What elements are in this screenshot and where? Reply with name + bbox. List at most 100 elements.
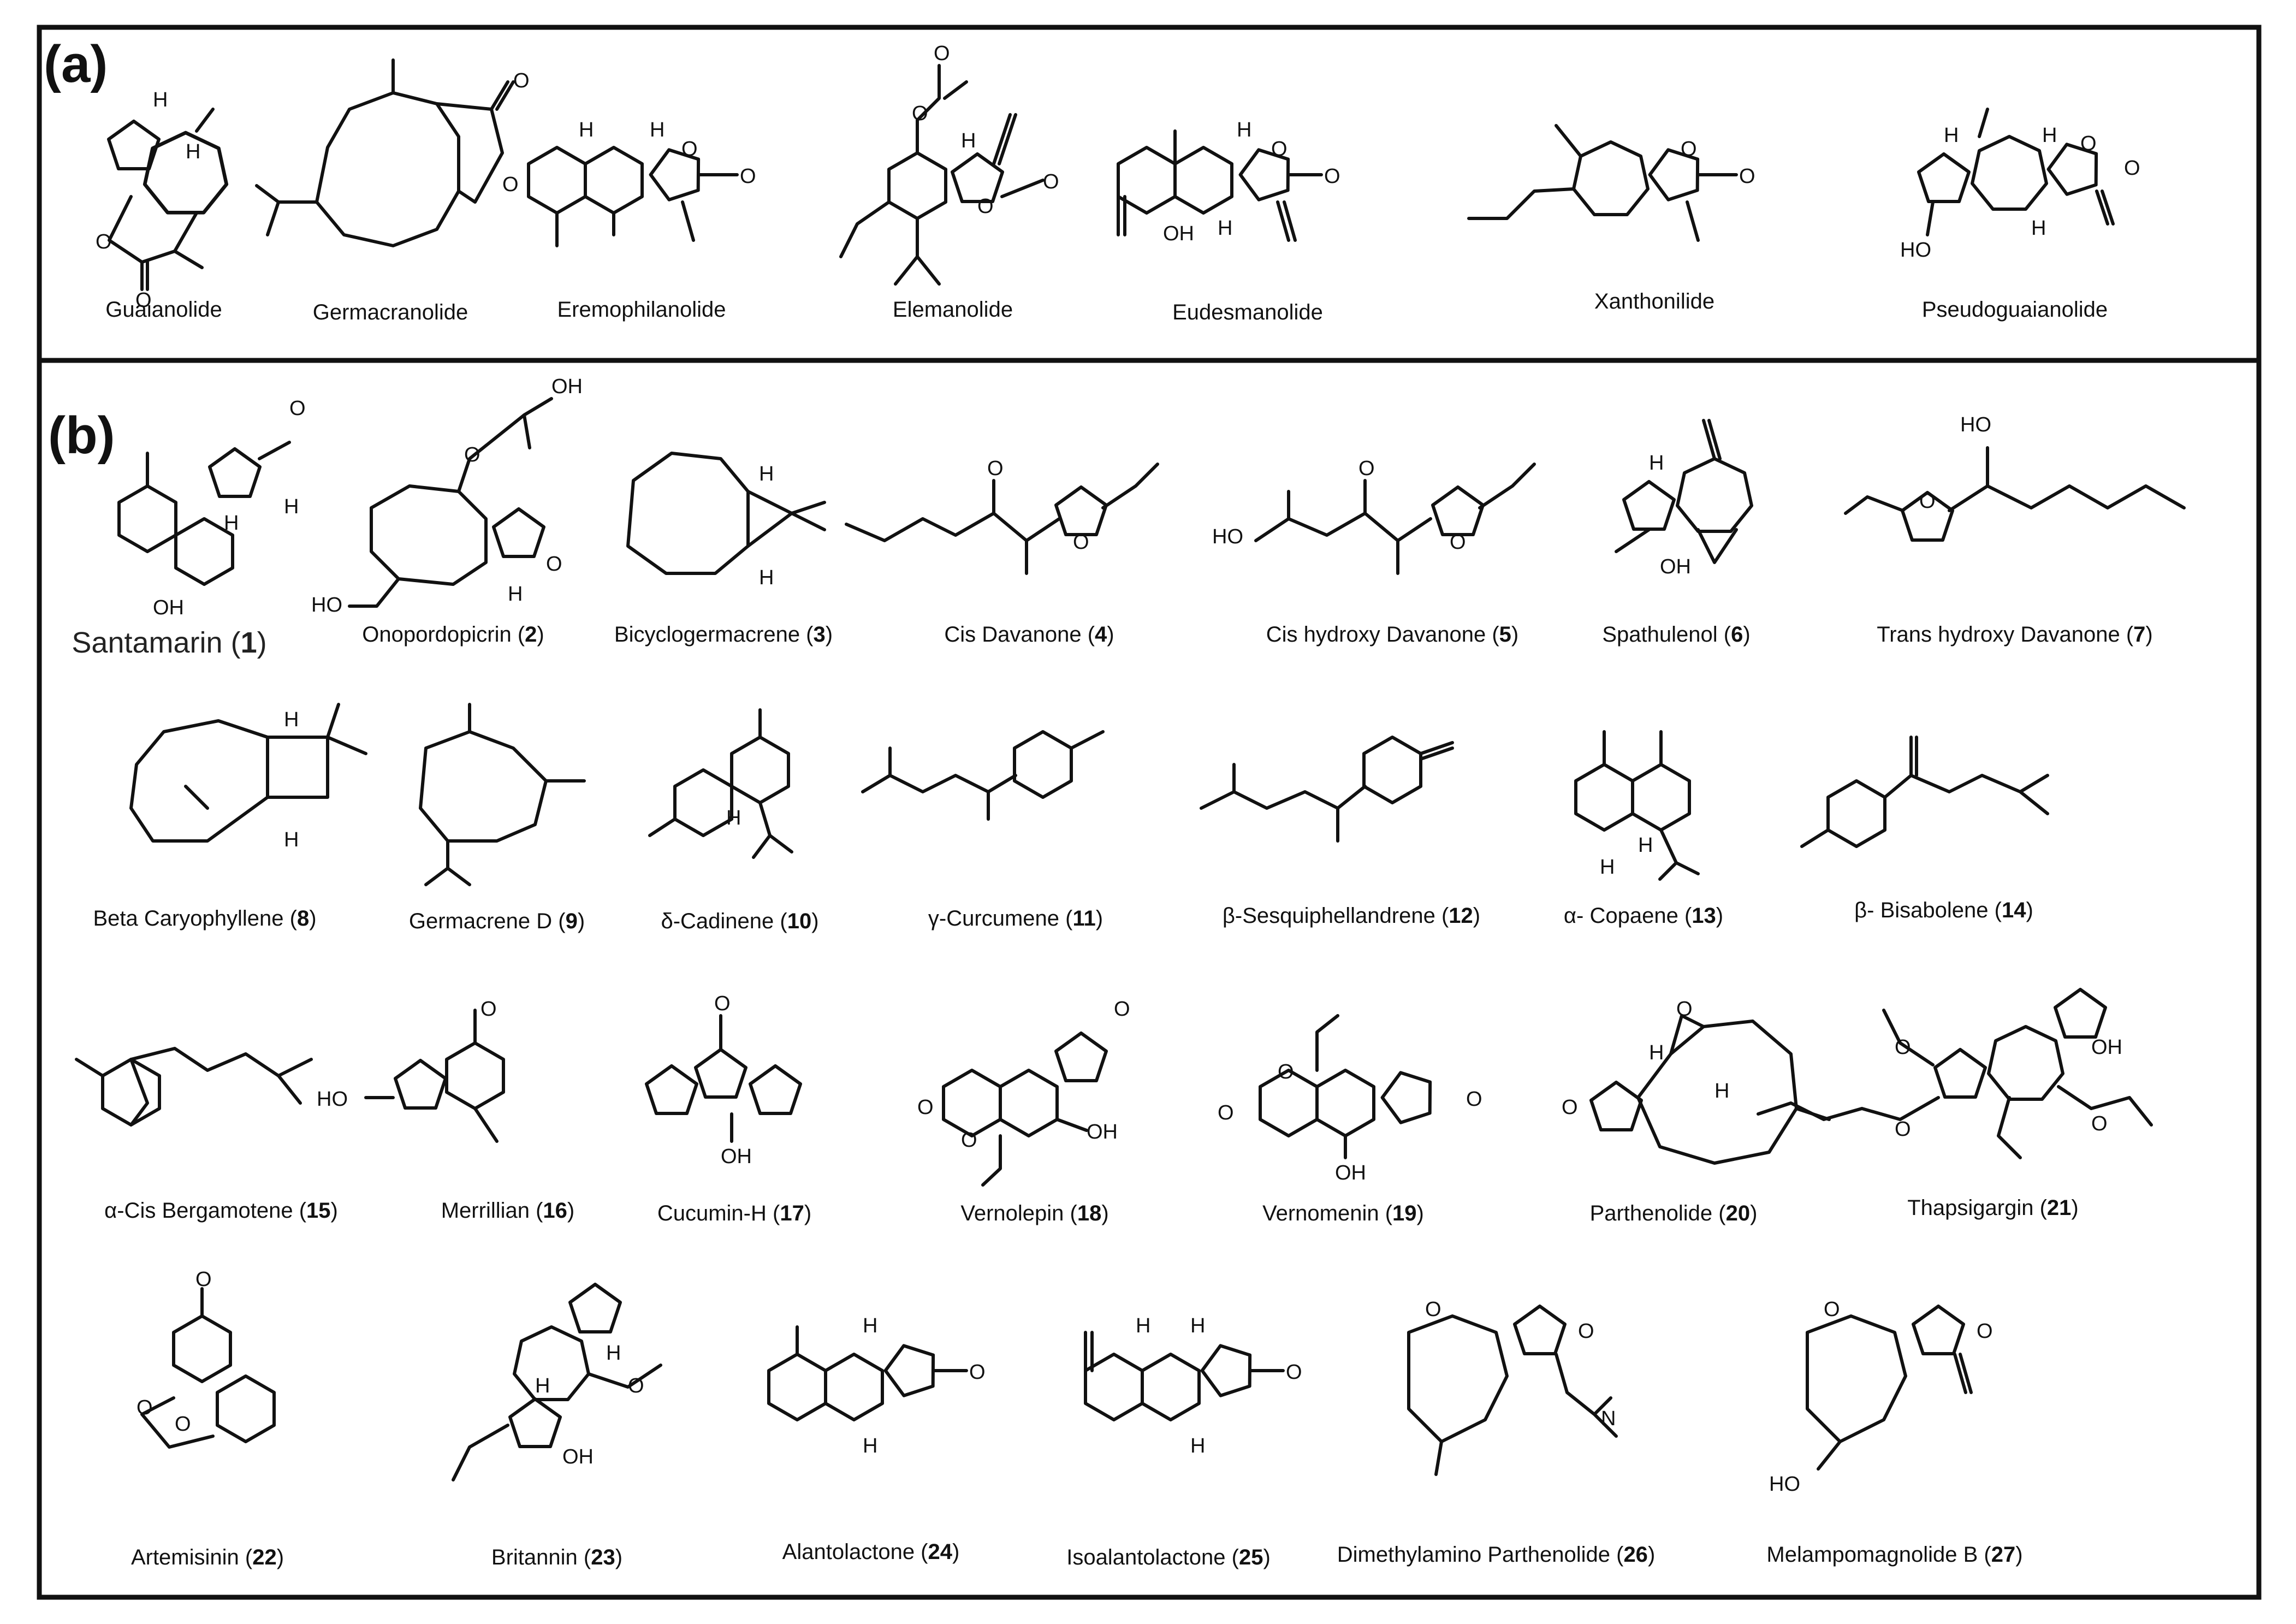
atom-o: O bbox=[1286, 1361, 1302, 1384]
atom-o: O bbox=[987, 457, 1004, 480]
caption-14: β- Bisabolene (14) bbox=[1854, 898, 2033, 922]
atom-h: H bbox=[1944, 124, 1959, 147]
structure-3: H H bbox=[626, 452, 826, 589]
atom-oh: OH bbox=[1087, 1121, 1118, 1143]
caption-25: Isoalantolactone (25) bbox=[1066, 1545, 1271, 1569]
structure-4: O O bbox=[845, 457, 1159, 575]
atom-o: O bbox=[464, 443, 480, 466]
atom-ho: HO bbox=[311, 594, 342, 617]
atom-o: O bbox=[1578, 1320, 1594, 1343]
atom-h: H bbox=[1649, 1041, 1664, 1064]
caption-9: Germacrene D (9) bbox=[409, 909, 585, 933]
caption-guaianolide: Guaianolide bbox=[105, 298, 222, 322]
atom-h: H bbox=[2042, 124, 2057, 147]
caption-10: δ-Cadinene (10) bbox=[661, 909, 818, 933]
structure-17: O OH bbox=[646, 992, 800, 1168]
atom-o: O bbox=[912, 102, 928, 125]
caption-23: Britannin (23) bbox=[491, 1545, 622, 1569]
atom-o: O bbox=[1895, 1118, 1911, 1141]
atom-o: O bbox=[1676, 998, 1693, 1021]
atom-o: O bbox=[96, 230, 112, 253]
atom-ho: HO bbox=[1960, 413, 1991, 436]
atom-h: H bbox=[961, 129, 976, 152]
caption-xanthonilide: Xanthonilide bbox=[1594, 289, 1714, 313]
atom-h: H bbox=[508, 583, 523, 606]
atom-h: H bbox=[1714, 1080, 1729, 1103]
atom-h: H bbox=[759, 566, 774, 589]
atom-h: H bbox=[863, 1435, 877, 1457]
caption-1: Santamarin (1) bbox=[72, 626, 266, 659]
caption-11: γ-Curcumene (11) bbox=[928, 906, 1103, 930]
atom-oh: OH bbox=[1163, 222, 1194, 245]
caption-eremophilanolide: Eremophilanolide bbox=[557, 298, 726, 322]
atom-h: H bbox=[284, 828, 299, 851]
atom-h: H bbox=[535, 1374, 550, 1397]
atom-ho: HO bbox=[1769, 1473, 1800, 1496]
structure-15 bbox=[75, 1047, 313, 1127]
atom-h: H bbox=[606, 1342, 621, 1365]
structure-10: H bbox=[648, 708, 793, 859]
structure-12 bbox=[1200, 737, 1454, 843]
structure-23: H H OH O bbox=[452, 1284, 662, 1481]
atom-o: O bbox=[1919, 490, 1936, 513]
atom-ho: HO bbox=[1900, 239, 1931, 262]
atom-h: H bbox=[284, 708, 299, 731]
caption-elemanolide: Elemanolide bbox=[893, 298, 1013, 322]
structure-9 bbox=[419, 703, 586, 886]
atom-o: O bbox=[513, 69, 530, 92]
caption-20: Parthenolide (20) bbox=[1590, 1201, 1758, 1225]
atom-o: O bbox=[1450, 531, 1466, 554]
atom-h: H bbox=[759, 463, 774, 485]
atom-h: H bbox=[1600, 856, 1615, 879]
caption-15: α-Cis Bergamotene (15) bbox=[104, 1199, 338, 1223]
atom-o: O bbox=[1895, 1036, 1911, 1059]
caption-26: Dimethylamino Parthenolide (26) bbox=[1337, 1543, 1656, 1567]
atom-o: O bbox=[546, 553, 562, 576]
caption-germacranolide: Germacranolide bbox=[313, 300, 468, 324]
caption-19: Vernomenin (19) bbox=[1262, 1201, 1424, 1225]
structure-germacranolide: O O bbox=[255, 58, 530, 247]
atom-o: O bbox=[917, 1096, 934, 1119]
caption-13: α- Copaene (13) bbox=[1564, 904, 1723, 928]
caption-18: Vernolepin (18) bbox=[960, 1201, 1108, 1225]
caption-7: Trans hydroxy Davanone (7) bbox=[1877, 623, 2152, 647]
atom-o: O bbox=[969, 1361, 986, 1384]
structure-22: O O O bbox=[137, 1268, 274, 1449]
atom-h: H bbox=[153, 88, 168, 111]
atom-o: O bbox=[1218, 1101, 1234, 1124]
atom-o: O bbox=[714, 992, 731, 1015]
structure-18: O O OH O bbox=[917, 998, 1130, 1187]
atom-h: H bbox=[1649, 452, 1664, 475]
atom-h: H bbox=[1190, 1435, 1205, 1457]
structure-24: H H O bbox=[769, 1314, 986, 1457]
caption-8: Beta Caryophyllene (8) bbox=[93, 906, 316, 930]
caption-4: Cis Davanone (4) bbox=[944, 623, 1114, 647]
atom-o: O bbox=[1114, 998, 1130, 1021]
atom-o: O bbox=[1271, 138, 1288, 161]
atom-o: O bbox=[1278, 1060, 1294, 1083]
atom-h: H bbox=[726, 807, 741, 829]
panel-b-label: (b) bbox=[48, 406, 115, 465]
structure-21: O O OH O bbox=[1757, 989, 2153, 1159]
atom-o: O bbox=[137, 1396, 153, 1419]
atom-o: O bbox=[1681, 138, 1697, 161]
structure-xanthonilide: O O bbox=[1467, 124, 1755, 242]
structure-16: HO O bbox=[317, 998, 503, 1143]
atom-o: O bbox=[502, 173, 519, 196]
atom-h: H bbox=[1218, 217, 1232, 240]
structure-elemanolide: O O O O H bbox=[839, 42, 1059, 286]
caption-2: Onopordopicrin (2) bbox=[362, 623, 544, 647]
atom-h: H bbox=[1237, 118, 1251, 141]
caption-3: Bicyclogermacrene (3) bbox=[614, 623, 833, 647]
caption-17: Cucumin-H (17) bbox=[657, 1201, 811, 1225]
atom-o: O bbox=[934, 42, 950, 65]
structure-26: N O O bbox=[1407, 1298, 1618, 1476]
atom-oh: OH bbox=[562, 1445, 594, 1468]
atom-n: N bbox=[1601, 1407, 1616, 1430]
atom-o: O bbox=[289, 397, 306, 420]
atom-ho: HO bbox=[317, 1088, 348, 1111]
atom-o: O bbox=[961, 1129, 977, 1152]
structure-13: H H bbox=[1576, 730, 1700, 881]
atom-o: O bbox=[2124, 157, 2140, 180]
caption-16: Merrillian (16) bbox=[441, 1199, 575, 1223]
